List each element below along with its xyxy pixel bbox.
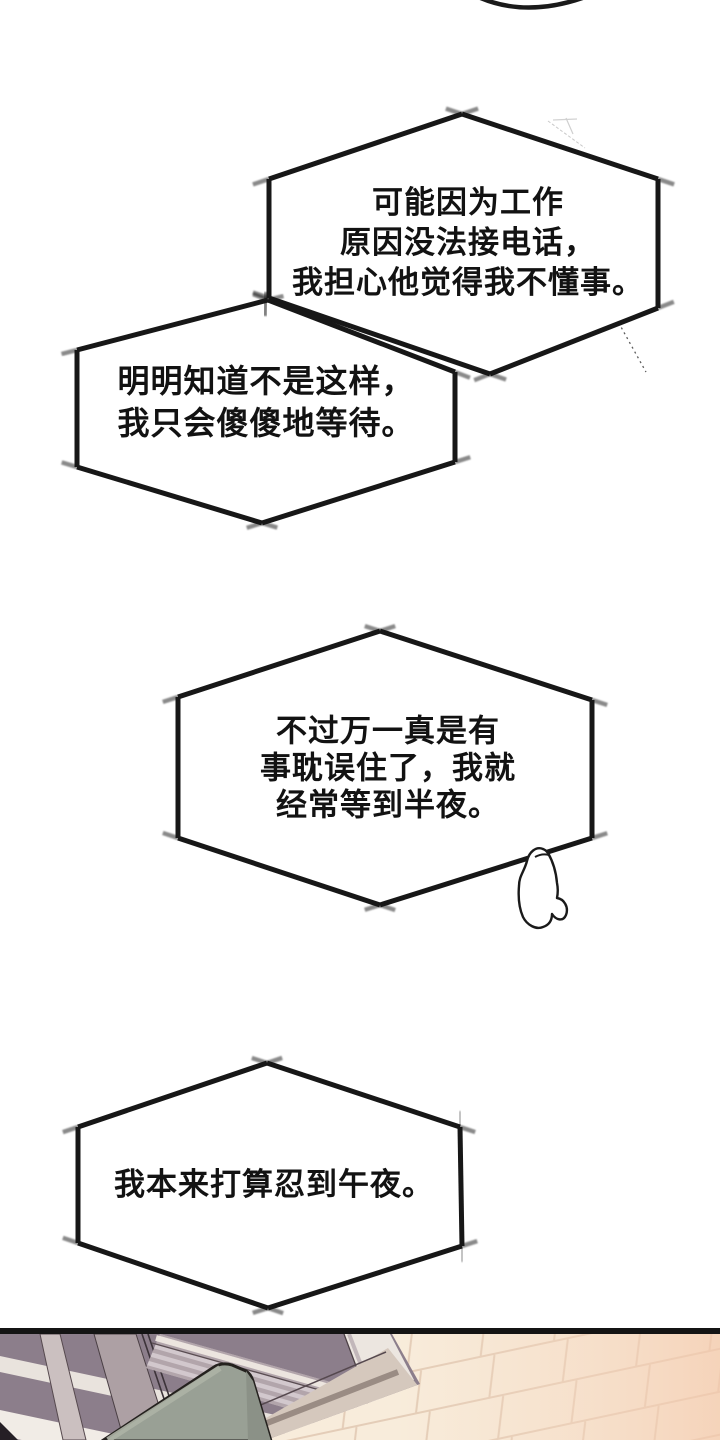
- panel-border: [0, 1328, 720, 1335]
- speech-bubble-fill-4: [78, 1063, 462, 1308]
- speech-bubble-1: 可能因为工作 原因没法接电话， 我担心他觉得我不懂事。: [292, 183, 644, 303]
- sofa: [100, 1362, 273, 1440]
- sketch-marks: [547, 117, 647, 373]
- bottom-panel: [0, 1328, 720, 1440]
- speech-bubble-outline-3: [162, 623, 608, 913]
- speech-line: 我只会傻傻地等待。: [117, 405, 415, 441]
- speech-line: 我本来打算忍到午夜。: [114, 1167, 434, 1202]
- speech-bubble-2: 明明知道不是这样， 我只会傻傻地等待。: [117, 360, 414, 444]
- speech-line: 可能因为工作: [372, 185, 564, 220]
- sofa-side: [246, 1371, 271, 1440]
- corner-shadow: [0, 1422, 18, 1440]
- speech-bubble-outline-1: [252, 106, 675, 383]
- sofa-highlight: [106, 1365, 222, 1440]
- partial-bubble-arc: [479, 0, 584, 10]
- speech-line: 事耽误住了，我就: [260, 750, 516, 786]
- speech-bubble-outline-4: [62, 1055, 478, 1316]
- corner-tick: [263, 291, 268, 317]
- speech-bubble-outline-2: [60, 292, 471, 530]
- speech-bubble-fill-3: [178, 631, 592, 905]
- speech-bubble-fill-1: [269, 114, 658, 374]
- speech-line: 我担心他觉得我不懂事。: [292, 265, 644, 300]
- thought-blob: [517, 847, 569, 930]
- speech-line: 经常等到半夜。: [276, 787, 500, 823]
- speech-bubble-3: 不过万一真是有 事耽误住了，我就 经常等到半夜。: [260, 713, 516, 824]
- dotted-sketch-line: [615, 317, 647, 373]
- speech-bubble-fill-2: [77, 300, 455, 523]
- speech-line: 不过万一真是有: [276, 713, 500, 749]
- speech-bubble-4: 我本来打算忍到午夜。: [114, 1165, 434, 1205]
- speech-line: 明明知道不是这样，: [117, 363, 415, 399]
- window-post: [39, 1334, 87, 1440]
- speech-line: 原因没法接电话，: [340, 225, 596, 260]
